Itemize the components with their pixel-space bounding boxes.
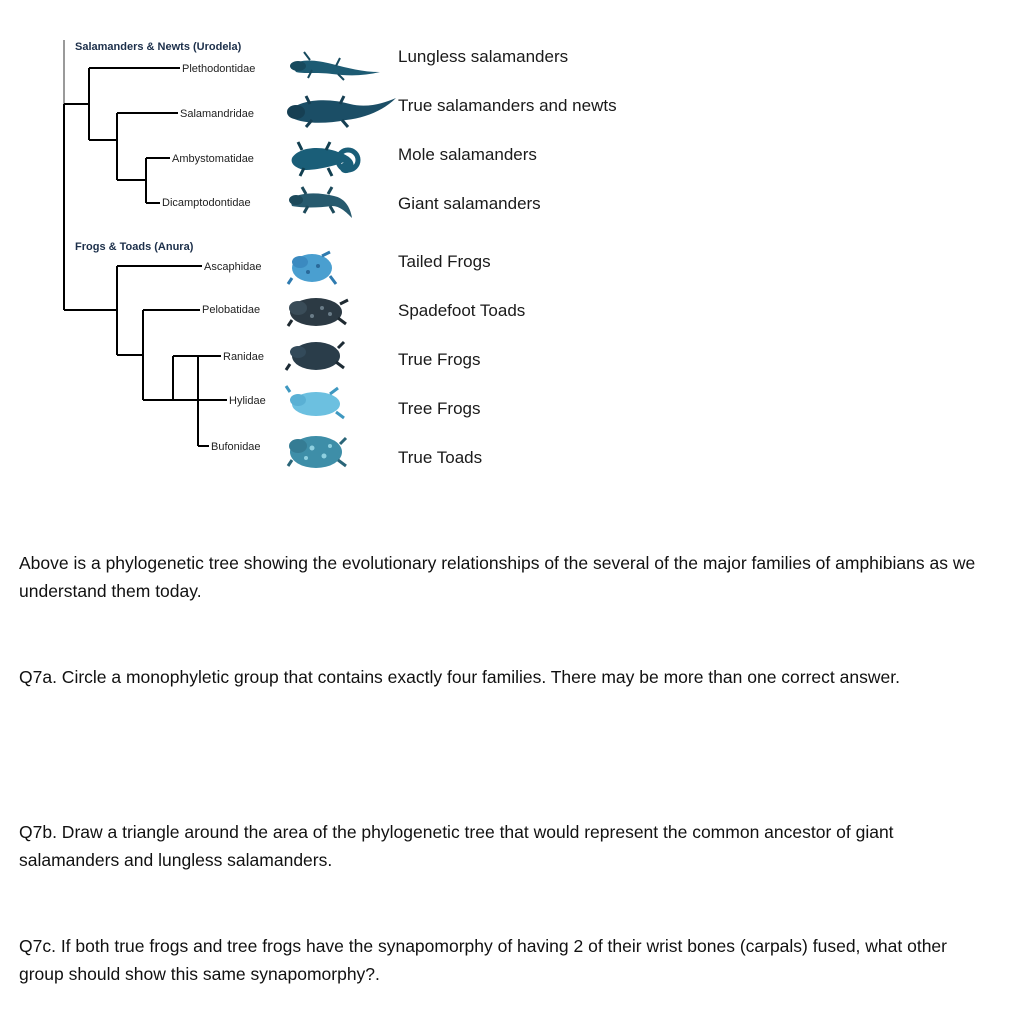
frog-icon-hylidae (284, 385, 345, 420)
tree-branches (63, 67, 227, 447)
family-label-ascaphidae: Ascaphidae (204, 261, 262, 273)
common-name-tailed-frogs: Tailed Frogs (398, 252, 491, 271)
salamander-icon-ambystomatidae (291, 141, 361, 177)
salamander-icon-plethodontidae (290, 51, 380, 81)
salamander-icon-salamandridae (287, 95, 396, 128)
family-label-dicamptodontidae: Dicamptodontidae (162, 197, 251, 209)
intro-paragraph: Above is a phylogenetic tree showing the… (19, 553, 976, 601)
question-7a: Q7a. Circle a monophyletic group that co… (19, 667, 900, 687)
common-name-true-frogs: True Frogs (398, 350, 481, 369)
frog-icon-ranidae (284, 340, 346, 371)
common-name-lungless-salamanders: Lungless salamanders (398, 47, 569, 66)
family-label-plethodontidae: Plethodontidae (182, 63, 255, 75)
toad-icon-bufonidae (286, 436, 348, 468)
question-7b: Q7b. Draw a triangle around the area of … (19, 822, 894, 870)
common-name-tree-frogs: Tree Frogs (398, 399, 481, 418)
group-label-anura: Frogs & Toads (Anura) (75, 241, 194, 253)
salamander-icon-dicamptodontidae (289, 186, 352, 218)
family-label-hylidae: Hylidae (229, 395, 266, 407)
common-name-true-salamanders-and-newts: True salamanders and newts (398, 96, 617, 115)
family-label-ambystomatidae: Ambystomatidae (172, 153, 254, 165)
common-name-giant-salamanders: Giant salamanders (398, 194, 541, 213)
family-label-ranidae: Ranidae (223, 351, 264, 363)
common-name-mole-salamanders: Mole salamanders (398, 145, 537, 164)
phylogenetic-tree: Salamanders & Newts (Urodela) Frogs & To… (63, 40, 396, 468)
question-7c: Q7c. If both true frogs and tree frogs h… (19, 936, 947, 984)
group-label-urodela: Salamanders & Newts (Urodela) (75, 41, 242, 53)
common-name-spadefoot-toads: Spadefoot Toads (398, 301, 526, 320)
common-name-true-toads: True Toads (398, 448, 483, 467)
frog-icon-ascaphidae (286, 250, 338, 285)
family-label-pelobatidae: Pelobatidae (202, 304, 260, 316)
toad-icon-pelobatidae (286, 298, 349, 327)
family-label-salamandridae: Salamandridae (180, 108, 254, 120)
family-label-bufonidae: Bufonidae (211, 441, 261, 453)
